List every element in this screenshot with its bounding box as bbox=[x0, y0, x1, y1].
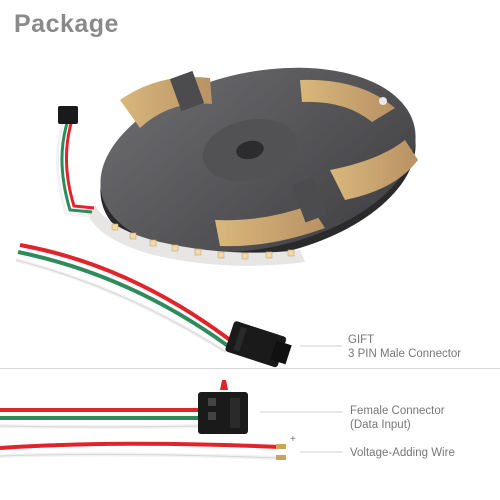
gift-label: GIFT bbox=[348, 334, 375, 346]
female-connector-label: Female Connector bbox=[350, 405, 445, 417]
reel-window bbox=[330, 140, 418, 200]
led-strip-lead bbox=[86, 205, 305, 266]
voltage-wires bbox=[0, 441, 286, 460]
page-title: Package bbox=[14, 10, 119, 38]
reel-window bbox=[215, 205, 325, 247]
gift-subtitle: 3 PIN Male Connector bbox=[348, 348, 462, 360]
callout-lines bbox=[260, 345, 342, 453]
input-lead bbox=[56, 106, 95, 218]
small-connector bbox=[58, 106, 78, 124]
male-connector bbox=[225, 321, 292, 368]
plus-sign: + bbox=[290, 434, 296, 445]
female-connector bbox=[198, 392, 248, 434]
section-divider bbox=[0, 368, 500, 369]
data-input-label: (Data Input) bbox=[350, 419, 411, 431]
reel-window bbox=[300, 79, 395, 122]
female-cable bbox=[0, 380, 248, 434]
led-strip-reel bbox=[100, 67, 418, 261]
gift-cable bbox=[15, 243, 292, 368]
voltage-wire-label: Voltage-Adding Wire bbox=[350, 447, 455, 459]
